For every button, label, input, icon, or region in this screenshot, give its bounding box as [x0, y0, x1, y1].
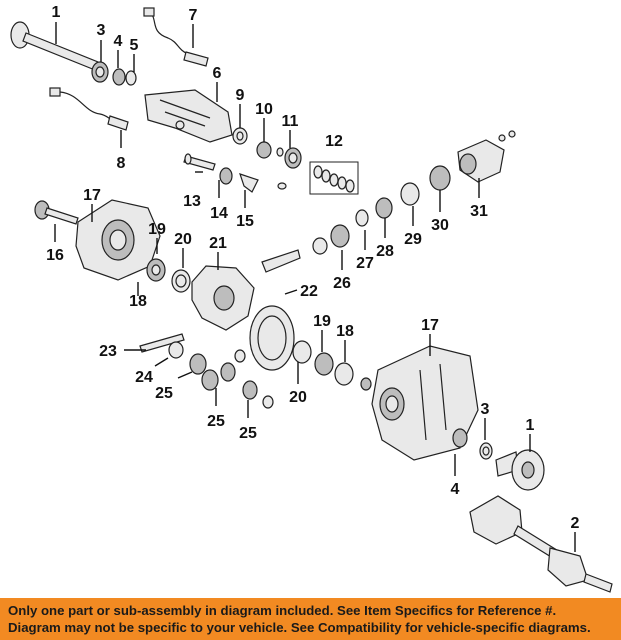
parts-diagram: 1 3 4 5 7 6 9 10 11 12 8 13 14 15 17 16 … [10, 4, 613, 593]
callout-10: 10 [255, 101, 273, 118]
callout-17-upper: 17 [83, 187, 101, 204]
callout-18-upper: 18 [129, 293, 147, 310]
callout-2: 2 [571, 515, 580, 532]
callout-26: 26 [333, 275, 351, 292]
ring-gear-22 [249, 249, 301, 371]
bearing-3-lower [479, 442, 493, 460]
pinion-16 [34, 200, 79, 225]
callout-17-lower: 17 [421, 317, 439, 334]
retainer-5 [125, 70, 137, 86]
callout-27: 27 [356, 255, 374, 272]
seal-upper [112, 68, 126, 86]
callout-3-upper: 3 [97, 22, 106, 39]
callout-29: 29 [404, 231, 422, 248]
callout-3-lower: 3 [481, 401, 490, 418]
callout-9: 9 [236, 87, 245, 104]
callout-20-lower: 20 [289, 389, 307, 406]
callout-25-left: 25 [155, 385, 173, 402]
yoke-31 [457, 130, 516, 183]
gear-11 [284, 147, 302, 169]
callout-13: 13 [183, 193, 201, 210]
callout-22: 22 [300, 283, 318, 300]
callout-lines [54, 22, 576, 552]
callout-6: 6 [213, 65, 222, 82]
callout-14: 14 [210, 205, 228, 222]
axle-flange-1-lower [495, 449, 545, 491]
callout-20-upper: 20 [174, 231, 192, 248]
callout-21: 21 [209, 235, 227, 252]
callout-15: 15 [236, 213, 254, 230]
callout-28: 28 [376, 243, 394, 260]
bearing-upper [91, 61, 109, 83]
seal-9 [232, 127, 248, 145]
callout-1-lower: 1 [526, 417, 535, 434]
callout-23: 23 [99, 343, 117, 360]
bolt-13 [183, 153, 216, 171]
sensor-7 [143, 7, 209, 67]
bearing-10 [256, 141, 284, 159]
callout-7: 7 [189, 7, 198, 24]
callout-19-upper: 19 [148, 221, 166, 238]
bearing-18-19-20-lower [292, 340, 372, 391]
callout-11: 11 [282, 113, 299, 130]
callout-18-lower: 18 [336, 323, 354, 340]
callout-16: 16 [46, 247, 64, 264]
fork-14-15 [219, 167, 287, 193]
callout-31: 31 [470, 203, 488, 220]
callout-25-right: 25 [239, 425, 257, 442]
seal-18-19-20-upper [146, 258, 191, 293]
callout-25-mid: 25 [207, 413, 225, 430]
pinion-bearings-26-30 [312, 165, 451, 255]
carrier-housing-17-lower [371, 345, 479, 461]
disclaimer-line-1: Only one part or sub-assembly in diagram… [8, 603, 557, 618]
callout-1-upper: 1 [52, 4, 61, 21]
callout-30: 30 [431, 217, 449, 234]
callout-24: 24 [135, 369, 153, 386]
sensor-8 [49, 87, 129, 131]
axle-shaft-upper [10, 21, 99, 71]
disclaimer-banner: Only one part or sub-assembly in diagram… [0, 598, 621, 640]
disclaimer-line-2: Diagram may not be specific to your vehi… [8, 620, 591, 635]
shim-kit-12 [309, 161, 359, 195]
differential-case-21 [191, 265, 255, 331]
actuator-housing-6 [144, 89, 233, 143]
callout-8: 8 [117, 155, 126, 172]
side-gears-24-25 [168, 341, 274, 409]
seal-4-lower [452, 428, 468, 448]
callout-4-upper: 4 [114, 33, 123, 50]
half-shaft-2 [469, 495, 613, 593]
callout-12: 12 [325, 133, 343, 150]
callout-4-lower: 4 [451, 481, 460, 498]
callout-5: 5 [130, 37, 139, 54]
callout-19-lower: 19 [313, 313, 331, 330]
